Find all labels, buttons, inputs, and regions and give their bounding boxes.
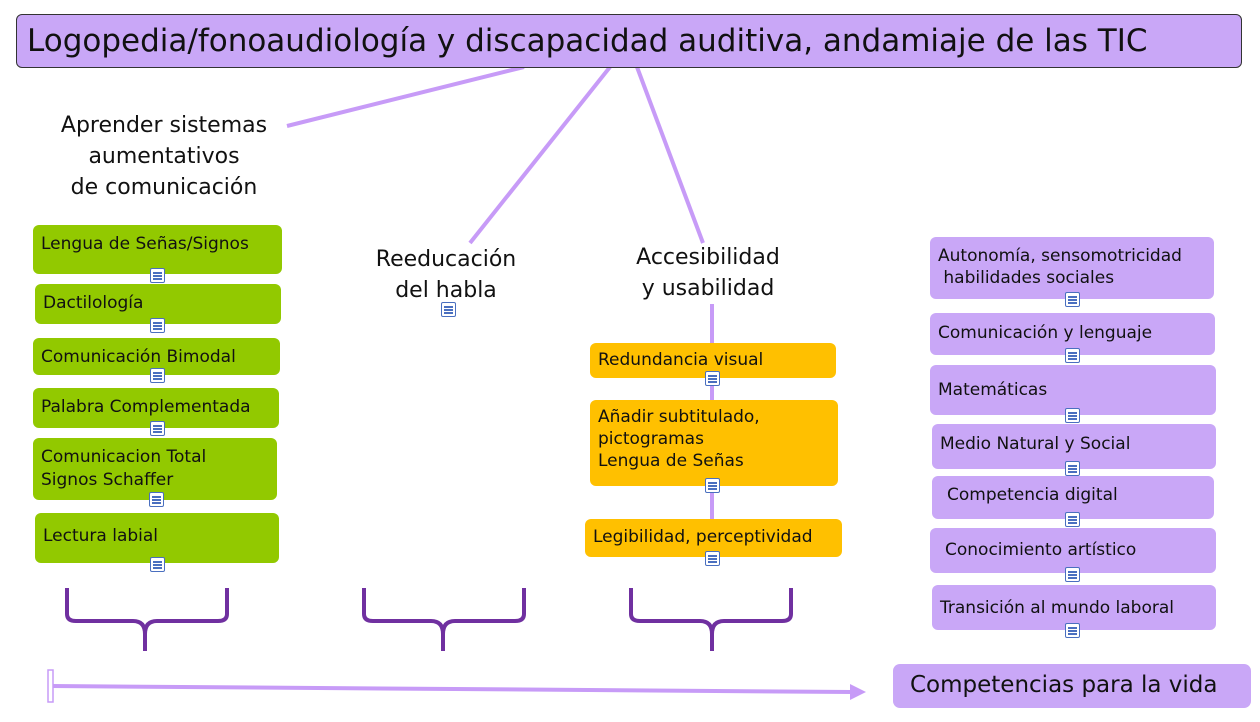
heading-accesibilidad[interactable]: Accesibilidad y usabilidad [620, 242, 796, 304]
node-label: Conocimiento artístico [945, 540, 1137, 560]
note-icon[interactable] [150, 268, 165, 283]
node-autonomia[interactable]: Autonomía, sensomotricidad habilidades s… [930, 237, 1214, 299]
note-icon[interactable] [441, 302, 456, 317]
node-label: Comunicación Bimodal [41, 347, 236, 367]
node-transicion-laboral[interactable]: Transición al mundo laboral [932, 585, 1216, 630]
heading-line: de comunicación [70, 175, 258, 200]
note-icon[interactable] [150, 557, 165, 572]
node-label: Comunicacion Total Signos Schaffer [41, 447, 207, 490]
node-label: Lengua de Señas/Signos [41, 234, 249, 254]
node-conocimiento-artistico[interactable]: Conocimiento artístico [930, 528, 1216, 573]
connector-accesibilidad [635, 66, 705, 244]
node-label: Medio Natural y Social [940, 434, 1131, 454]
node-label: Palabra Complementada [41, 397, 251, 417]
node-anadir-subtitulado[interactable]: Añadir subtitulado, pictogramas Lengua d… [590, 400, 838, 486]
node-label: Añadir subtitulado, pictogramas Lengua d… [598, 407, 760, 471]
note-icon[interactable] [705, 371, 720, 386]
note-icon[interactable] [1065, 292, 1080, 307]
note-icon[interactable] [1065, 408, 1080, 423]
connector-aprender [286, 65, 525, 128]
node-label: Legibilidad, perceptividad [593, 527, 813, 547]
heading-line: y usabilidad [641, 276, 775, 301]
brace-aprender [65, 588, 229, 651]
timeline-start-marker [47, 669, 54, 703]
note-icon[interactable] [150, 421, 165, 436]
node-label: Transición al mundo laboral [940, 598, 1175, 618]
heading-line: Accesibilidad [636, 245, 780, 270]
result-competencias-vida[interactable]: Competencias para la vida [893, 664, 1251, 708]
brace-accesibilidad [629, 588, 793, 651]
central-topic[interactable]: Logopedia/fonoaudiología y discapacidad … [16, 14, 1242, 68]
heading-line: aumentativos [88, 144, 240, 169]
node-competencia-digital[interactable]: Competencia digital [932, 476, 1214, 519]
node-label: Matemáticas [938, 380, 1048, 400]
heading-reeducacion[interactable]: Reeducación del habla [360, 244, 532, 306]
note-icon[interactable] [705, 478, 720, 493]
node-label: Dactilología [43, 293, 144, 313]
heading-aprender[interactable]: Aprender sistemas aumentativos de comuni… [44, 110, 284, 203]
note-icon[interactable] [1065, 567, 1080, 582]
node-label: Comunicación y lenguaje [938, 323, 1153, 343]
heading-line: Reeducación [375, 247, 517, 272]
node-matematicas[interactable]: Matemáticas [930, 365, 1216, 415]
note-icon[interactable] [1065, 348, 1080, 363]
node-label: Competencia digital [947, 485, 1118, 505]
note-icon[interactable] [149, 492, 164, 507]
note-icon[interactable] [1065, 623, 1080, 638]
node-comunicacion-lenguaje[interactable]: Comunicación y lenguaje [930, 313, 1215, 355]
note-icon[interactable] [705, 551, 720, 566]
node-comunicacion-total[interactable]: Comunicacion Total Signos Schaffer [33, 438, 277, 500]
node-label: Redundancia visual [598, 350, 764, 370]
brace-reeducacion [362, 588, 526, 651]
heading-line: del habla [395, 278, 497, 303]
heading-line: Aprender sistemas [60, 113, 268, 138]
node-dactilologia[interactable]: Dactilología [35, 284, 281, 324]
node-lectura-labial[interactable]: Lectura labial [35, 513, 279, 563]
note-icon[interactable] [150, 368, 165, 383]
arrow-head [850, 684, 866, 700]
node-lengua-senas[interactable]: Lengua de Señas/Signos [33, 225, 282, 274]
connector-reeducacion [468, 65, 612, 245]
note-icon[interactable] [1065, 461, 1080, 476]
node-label: Lectura labial [43, 526, 159, 546]
note-icon[interactable] [1065, 512, 1080, 527]
node-legibilidad[interactable]: Legibilidad, perceptividad [585, 519, 842, 557]
note-icon[interactable] [150, 318, 165, 333]
node-palabra-complementada[interactable]: Palabra Complementada [33, 388, 279, 428]
timeline-arrow [50, 684, 853, 694]
node-label: Autonomía, sensomotricidad habilidades s… [938, 246, 1182, 288]
